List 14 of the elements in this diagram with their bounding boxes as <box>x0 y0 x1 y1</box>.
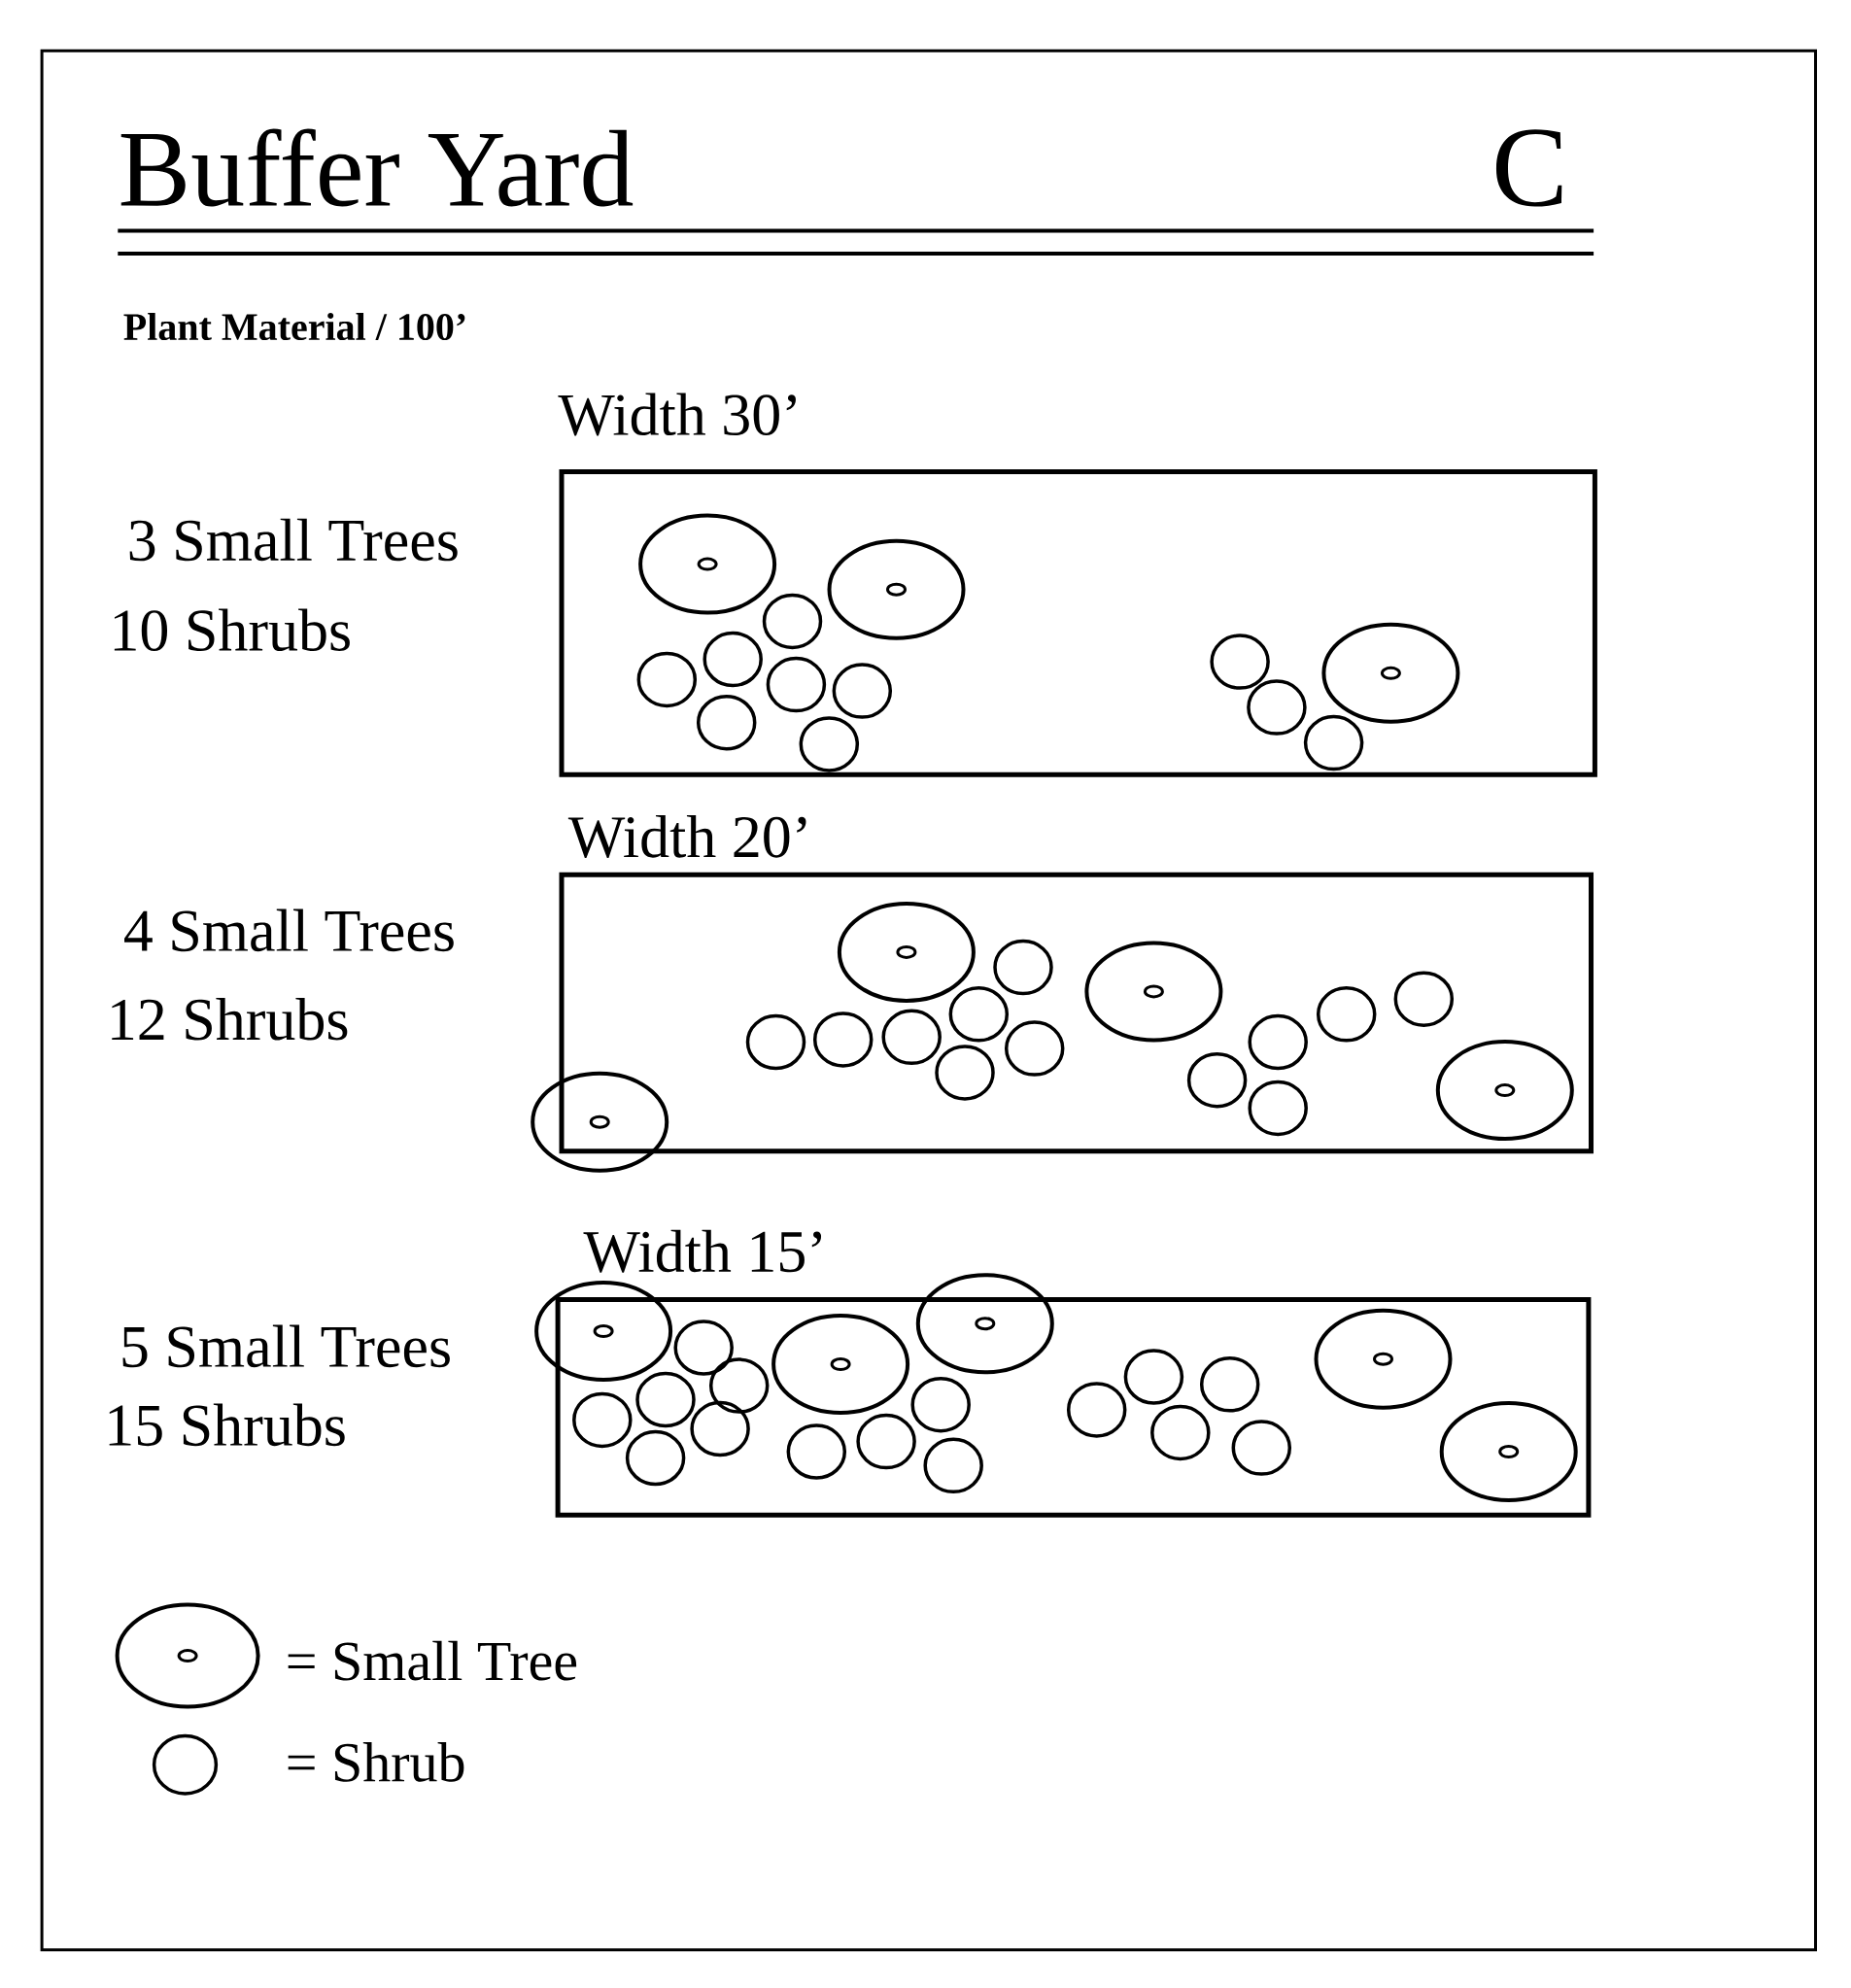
plant-count: 3 Small Trees <box>129 518 458 562</box>
title: Buffer Yard <box>120 128 634 207</box>
plant-count: 5 Small Trees <box>122 1324 450 1368</box>
plant-count: 4 Small Trees <box>124 908 454 952</box>
width-label: Width 15’ <box>583 1229 822 1273</box>
plant-count: 12 Shrubs <box>112 997 348 1041</box>
section-letter: C <box>1495 129 1562 207</box>
plant-count: 15 Shrubs <box>109 1403 345 1447</box>
plant-count: 10 Shrubs <box>114 608 350 652</box>
legend-text: = Shrub <box>288 1742 464 1782</box>
legend-text: = Small Tree <box>288 1640 577 1681</box>
subheading: Plant Material / 100’ <box>123 312 465 341</box>
width-label: Width 20’ <box>567 815 806 858</box>
width-label: Width 30’ <box>558 393 796 436</box>
